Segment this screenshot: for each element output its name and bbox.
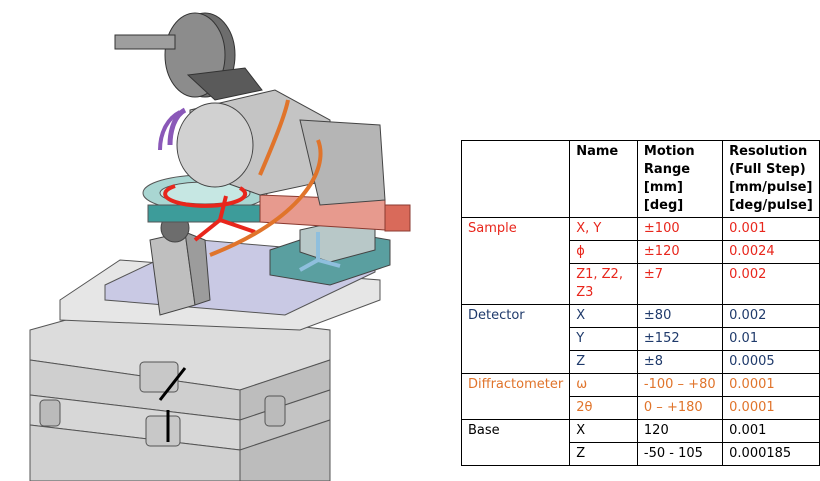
row-resolution: 0.0024: [722, 240, 820, 264]
pedestal: [149, 213, 211, 316]
row-range: 120: [636, 419, 724, 443]
base-motion-arrows: [158, 367, 187, 442]
table-row: Z1, Z2, Z3 ±7 0.002: [462, 263, 820, 305]
table-row: Y ±152 0.01: [462, 327, 820, 351]
header-group: [460, 140, 571, 218]
table-header-row: Name Motion Range [mm] [deg] Resolution …: [460, 140, 820, 218]
row-name: X: [569, 419, 638, 443]
row-name: Y: [569, 327, 638, 351]
row-name: X, Y: [569, 217, 638, 241]
row-range: ±120: [636, 240, 724, 264]
row-name: Z: [569, 350, 638, 374]
group-sample: Sample: [460, 217, 571, 305]
detector-motion-arrows: [299, 232, 341, 272]
row-name: Z: [569, 442, 638, 466]
table-row: Z ±8 0.0005: [462, 350, 820, 374]
detector-wheel: [114, 12, 263, 101]
beam-tube: [259, 194, 411, 232]
sample-motion-arrows: [163, 184, 256, 242]
table-row: Sample X, Y ±100 0.001: [460, 217, 820, 305]
spec-table: Name Motion Range [mm] [deg] Resolution …: [460, 140, 820, 466]
row-name: X: [569, 304, 638, 328]
header-name: Name: [569, 140, 638, 218]
header-resolution: Resolution (Full Step) [mm/pulse] [deg/p…: [722, 140, 820, 218]
row-range: ±80: [636, 304, 724, 328]
header-range: Motion Range [mm] [deg]: [636, 140, 724, 218]
row-range: ±8: [636, 350, 724, 374]
table-row: ϕ ±120 0.0024: [462, 240, 820, 264]
row-resolution: 0.001: [722, 419, 820, 443]
detector-stage: [269, 219, 391, 286]
row-range: ±100: [636, 217, 724, 241]
row-name: ω: [569, 373, 638, 397]
row-range: 0 – +180: [636, 396, 724, 420]
row-range: -50 - 105: [636, 442, 724, 466]
row-name: 2θ: [569, 396, 638, 420]
row-resolution: 0.0001: [722, 373, 820, 397]
table-row: Z -50 - 105 0.000185: [462, 442, 820, 466]
row-resolution: 0.0001: [722, 396, 820, 420]
group-detector: Detector: [460, 304, 571, 374]
row-resolution: 0.0005: [722, 350, 820, 374]
table-row: Detector X ±80 0.002: [460, 304, 820, 374]
row-resolution: 0.002: [722, 304, 820, 328]
frame-supports: [39, 361, 286, 447]
row-range: ±152: [636, 327, 724, 351]
diffractometer-rotation-arrows: [209, 99, 323, 257]
group-diffractometer: Diffractometer: [460, 373, 571, 420]
row-resolution: 0.000185: [722, 442, 820, 466]
group-base: Base: [460, 419, 571, 466]
table-row: Base X 120 0.001: [460, 419, 820, 466]
row-resolution: 0.002: [722, 263, 820, 305]
row-name: ϕ: [569, 240, 638, 264]
table-row: Diffractometer ω -100 – +80 0.0001: [460, 373, 820, 420]
upper-housing: [158, 89, 386, 206]
row-resolution: 0.001: [722, 217, 820, 241]
row-resolution: 0.01: [722, 327, 820, 351]
row-name: Z1, Z2, Z3: [569, 263, 638, 305]
diffractometer-illustration: [29, 12, 411, 481]
row-range: -100 – +80: [636, 373, 724, 397]
row-range: ±7: [636, 263, 724, 305]
